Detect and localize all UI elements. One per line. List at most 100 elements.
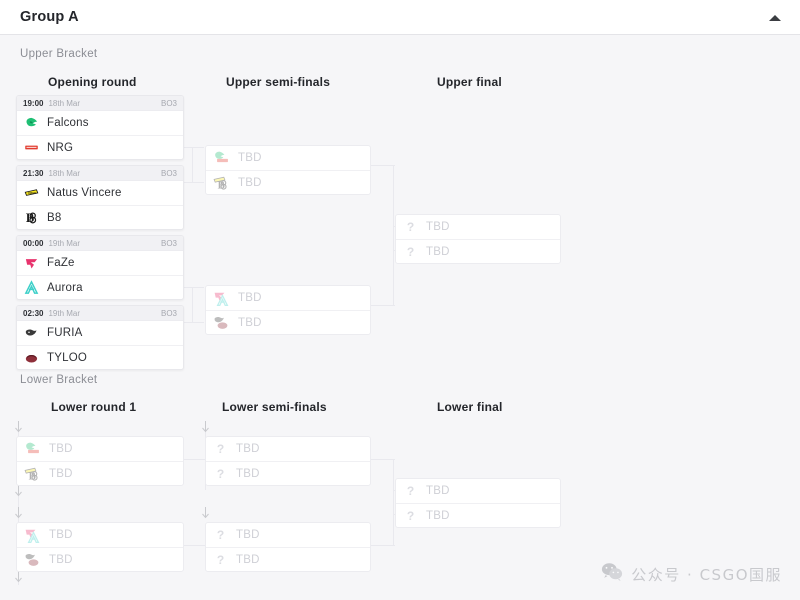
team-row[interactable]: TBD [206,286,370,310]
team-row[interactable]: ? TBD [396,503,560,527]
wechat-icon [601,562,623,586]
team-row[interactable]: ? TBD [206,547,370,571]
match-format: BO3 [160,238,177,248]
match-card[interactable]: 21:30 18th Mar BO3 NAVI Natus Vincere B … [16,165,184,230]
match-date: 19th Mar [48,308,81,318]
team-row[interactable]: TBD [17,547,183,571]
falcons-logo [24,116,39,131]
team-name: TBD [238,152,262,164]
question-mark-icon: ? [216,466,225,481]
question-mark-icon: ? [406,508,415,523]
upper-bracket-label: Upper Bracket [20,48,98,60]
svg-text:B: B [29,470,36,482]
group-header: Group A [0,0,800,35]
team-row[interactable]: ? TBD [396,215,560,239]
match-card[interactable]: ? TBD ? TBD [205,522,371,572]
page-title: Group A [20,9,79,25]
team-name: FURIA [47,327,83,339]
match-card[interactable]: ? TBD ? TBD [205,436,371,486]
match-card[interactable]: ? TBD ? TBD [395,214,561,264]
falcons-nrg-stack-icon [213,150,230,167]
team-row[interactable]: ? TBD [396,239,560,263]
team-name: FaZe [47,257,75,269]
furia-tyloo-stack-icon [213,314,230,331]
team-row[interactable]: TYLOO [17,345,183,369]
team-name: Falcons [47,117,89,129]
team-name: TYLOO [47,351,87,364]
team-row[interactable]: NAVI Natus Vincere [17,181,183,205]
team-row[interactable]: ? TBD [206,461,370,485]
round-title-lower-round1: Lower round 1 [51,400,137,414]
team-name: TBD [238,316,262,329]
match-card[interactable]: ? TBD ? TBD [395,478,561,528]
team-name: TBD [236,529,260,541]
lower-bracket-label: Lower Bracket [20,374,98,386]
match-header: 00:00 19th Mar BO3 [17,236,183,251]
match-time: 21:30 [23,168,44,178]
svg-text:B: B [218,179,225,191]
round-title-upper-final: Upper final [437,75,502,89]
match-card[interactable]: TBD B TBD [205,145,371,195]
team-row[interactable]: NRG [17,135,183,159]
match-date: 18th Mar [48,98,81,108]
drop-arrow-icon [14,485,23,498]
question-mark-icon: ? [406,220,415,234]
team-row[interactable]: ? TBD [396,479,560,503]
navi-logo: NAVI [24,186,39,201]
team-name: TBD [426,485,450,497]
round-title-lower-semis: Lower semi-finals [222,400,327,414]
faze-aurora-stack-icon [213,290,230,307]
match-date: 19th Mar [48,238,81,248]
round-title-upper-semis: Upper semi-finals [226,75,331,89]
team-row[interactable]: B B8 [17,205,183,229]
team-name: Natus Vincere [47,187,122,199]
match-card[interactable]: TBD B TBD [16,436,184,486]
question-mark-icon: ? [216,552,225,567]
team-name: TBD [236,553,260,566]
match-format: BO3 [160,168,177,178]
drop-arrow-icon [14,421,23,434]
team-row[interactable]: FaZe [17,251,183,275]
match-card[interactable]: 00:00 19th Mar BO3 FaZe Aurora [16,235,184,300]
team-row[interactable]: FURIA [17,321,183,345]
match-card[interactable]: TBD TBD [16,522,184,572]
match-card[interactable]: 19:00 18th Mar BO3 Falcons NRG [16,95,184,160]
team-row[interactable]: Aurora [17,275,183,299]
team-name: TBD [236,443,260,455]
team-name: TBD [49,443,73,455]
question-mark-icon: ? [216,442,225,456]
team-name: TBD [238,176,262,189]
team-name: TBD [238,292,262,304]
team-row[interactable]: B TBD [206,170,370,194]
round-title-opening: Opening round [48,75,137,89]
team-row[interactable]: TBD [206,146,370,170]
team-row[interactable]: B TBD [17,461,183,485]
watermark-text: 公众号 · CSGO国服 [631,565,782,584]
drop-arrow-icon [201,421,210,434]
team-row[interactable]: TBD [17,523,183,547]
match-time: 02:30 [23,308,44,318]
match-header: 19:00 18th Mar BO3 [17,96,183,111]
match-format: BO3 [160,308,177,318]
team-row[interactable]: TBD [206,310,370,334]
team-name: TBD [49,553,73,566]
team-row[interactable]: Falcons [17,111,183,135]
team-name: TBD [426,221,450,233]
team-name: Aurora [47,281,83,294]
team-row[interactable]: ? TBD [206,523,370,547]
match-card[interactable]: 02:30 19th Mar BO3 FURIA TYLOO [16,305,184,370]
faze-aurora-stack-icon [24,527,41,544]
chevron-up-icon[interactable] [766,9,784,27]
svg-text:NAVI: NAVI [28,191,35,195]
round-title-lower-final: Lower final [437,400,503,414]
match-header: 02:30 19th Mar BO3 [17,306,183,321]
b8-logo: B [24,210,39,225]
furia-tyloo-stack-icon [24,551,41,568]
match-card[interactable]: TBD TBD [205,285,371,335]
team-row[interactable]: TBD [17,437,183,461]
team-name: TBD [236,467,260,480]
falcons-nrg-stack-icon [24,441,41,458]
match-date: 18th Mar [48,168,81,178]
team-row[interactable]: ? TBD [206,437,370,461]
